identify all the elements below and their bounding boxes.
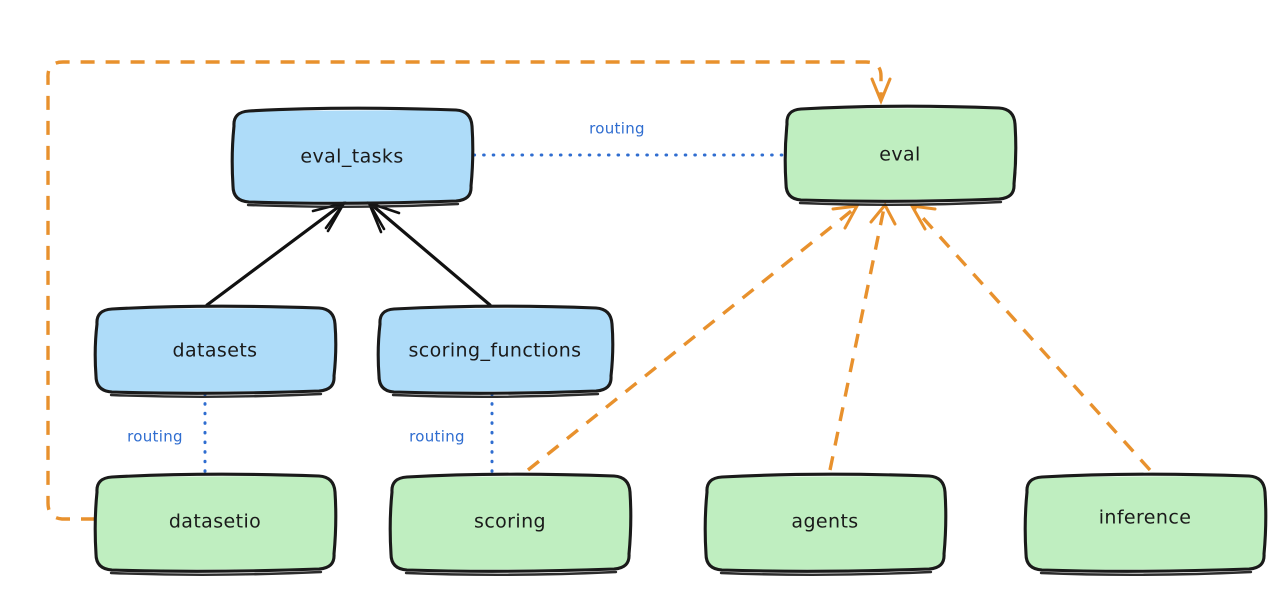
node-eval[interactable]: eval	[783, 104, 1018, 206]
node-label-datasets: datasets	[173, 340, 258, 362]
node-label-scoring: scoring	[474, 511, 546, 533]
node-label-agents: agents	[791, 511, 858, 533]
node-label-scoring-functions: scoring_functions	[409, 340, 582, 362]
edge-agents-eval	[828, 202, 897, 471]
edge-datasetio-eval	[46, 60, 892, 521]
edge-label-routing-scoring: routing	[409, 428, 465, 446]
node-label-inference: inference	[1099, 507, 1192, 529]
edge-label-routing-datasetio: routing	[127, 428, 183, 446]
node-inference[interactable]: inference	[1023, 472, 1268, 576]
node-scoring[interactable]: scoring	[388, 472, 633, 576]
node-datasets[interactable]: datasets	[93, 304, 338, 398]
node-label-eval-tasks: eval_tasks	[300, 146, 403, 168]
node-scoring-functions[interactable]: scoring_functions	[376, 304, 615, 398]
edge-scoring_functions-eval_tasks	[366, 200, 492, 307]
edge-inference-eval	[909, 204, 1152, 472]
node-label-datasetio: datasetio	[169, 511, 261, 533]
edge-datasets-eval_tasks	[205, 200, 347, 307]
node-eval-tasks[interactable]: eval_tasks	[230, 106, 475, 208]
node-agents[interactable]: agents	[703, 472, 948, 576]
edge-label-routing-eval: routing	[589, 120, 645, 138]
node-datasetio[interactable]: datasetio	[93, 472, 338, 576]
node-label-eval: eval	[879, 144, 920, 166]
edge-scoring-eval	[526, 204, 860, 472]
